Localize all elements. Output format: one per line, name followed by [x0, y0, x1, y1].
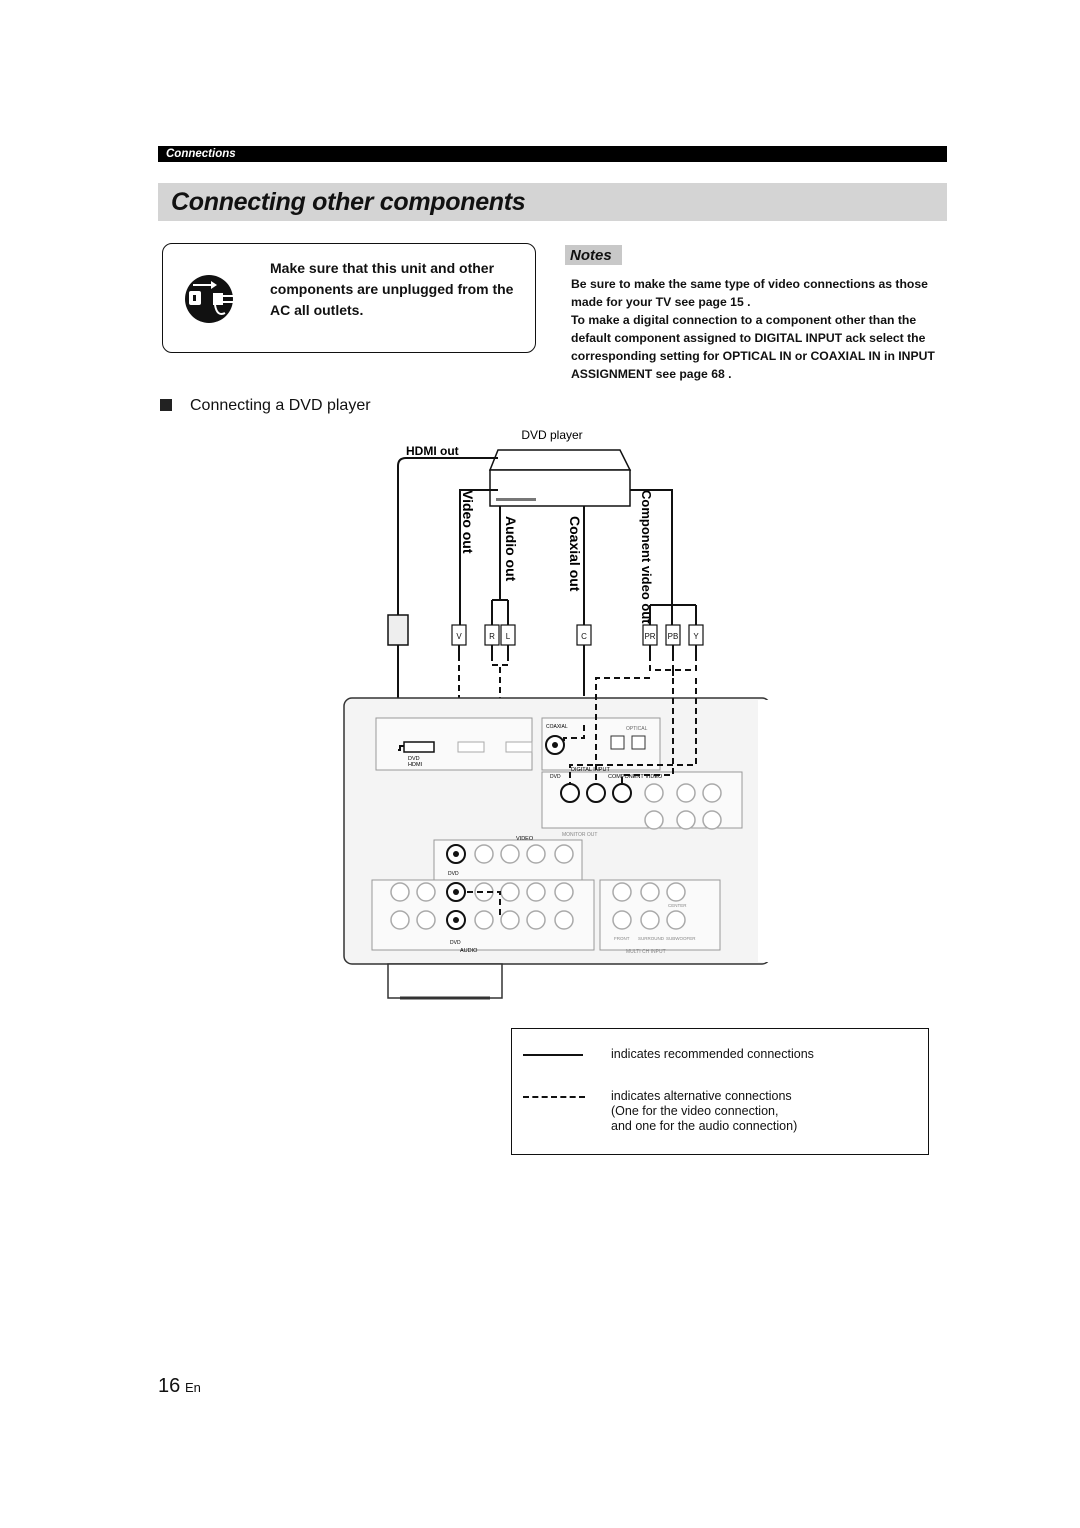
- component-video-label: COMPONENT VIDEO: [608, 774, 663, 780]
- bullet-square-icon: [160, 399, 172, 411]
- video-label: VIDEO: [516, 836, 534, 842]
- dvd-player-slot: [496, 498, 536, 501]
- legend-dashed-text: (One for the video connection,: [611, 1104, 779, 1118]
- subheading: Connecting a DVD player: [190, 397, 371, 414]
- hdmi-into-receiver: [398, 745, 404, 751]
- audio-label: AUDIO: [460, 948, 478, 954]
- optical-jack-2: [631, 735, 646, 750]
- subwoofer-label: SUBWOOFER: [666, 936, 696, 941]
- page-title: Connecting other components: [171, 188, 526, 216]
- warning-text: Make sure that this unit and other compo…: [270, 260, 514, 318]
- front-label: FRONT: [614, 936, 630, 941]
- video-cable: [459, 489, 498, 625]
- plug-v-label: V: [456, 632, 462, 641]
- note-item: To make a digital connection to a compon…: [571, 313, 935, 381]
- connection-diagram: DVD player HDMI out Video out Audio out …: [343, 428, 770, 1000]
- hdmi-out-label: HDMI out: [406, 444, 459, 458]
- coaxial-jack-pin: [552, 742, 558, 748]
- plug-pb-label: PB: [668, 632, 679, 641]
- dvd-player-label: DVD player: [521, 428, 582, 442]
- warning-box: [162, 243, 536, 353]
- legend-solid-line: [523, 1054, 583, 1056]
- component-jack-y: [560, 783, 580, 803]
- audio-jack-l-pin: [453, 889, 459, 895]
- component-dvd-label: DVD: [550, 774, 561, 780]
- component-into-receiver: [569, 677, 697, 784]
- notes-heading: Notes: [570, 247, 612, 264]
- component-jack-pr: [612, 783, 632, 803]
- legend-solid-text: indicates recommended connections: [611, 1047, 814, 1061]
- hdmi-plug: [387, 614, 409, 646]
- plug-pr-label: PR: [644, 632, 655, 641]
- section-label: Connections: [166, 148, 236, 160]
- optical-label: OPTICAL: [626, 726, 648, 732]
- component-jack-pb: [586, 783, 606, 803]
- plug-y-label: Y: [693, 632, 699, 641]
- title-band: [158, 183, 947, 221]
- hdmi-cable: [397, 457, 498, 615]
- legend-dashed-text: and one for the audio connection): [611, 1119, 798, 1133]
- audio-cable: [491, 506, 509, 625]
- dvd-player-top: [488, 449, 632, 471]
- legend-box: [511, 1028, 929, 1155]
- hdmi-dvd-label: DVD: [408, 756, 420, 762]
- unplug-icon: [185, 275, 235, 323]
- page-number: 16: [158, 1375, 181, 1397]
- audio-jack-r-pin: [453, 917, 459, 923]
- plug-r-label: R: [489, 632, 495, 641]
- legend-dashed-text: indicates alternative connections: [611, 1089, 792, 1103]
- video-jack-pin: [453, 851, 459, 857]
- monitor-out-label: MONITOR OUT: [562, 832, 597, 838]
- hdmi-label: HDMI: [408, 762, 423, 768]
- audio-into-receiver: [465, 891, 501, 915]
- digital-input-label: DIGITAL INPUT: [571, 767, 610, 773]
- component-cable: [630, 489, 697, 625]
- plug-c-label: C: [581, 632, 587, 641]
- note-item: Be sure to make the same type of video c…: [571, 277, 928, 309]
- section-bar: [158, 146, 947, 162]
- optical-jack-1: [610, 735, 625, 750]
- audio-dvd-label: DVD: [450, 940, 461, 946]
- coaxial-out-label: Coaxial out: [567, 516, 583, 592]
- receiver-foot: [387, 963, 503, 999]
- panel-cutoff: [758, 700, 770, 962]
- page-lang: En: [185, 1380, 201, 1395]
- coaxial-label: COAXIAL: [546, 724, 568, 730]
- multi-ch-input-label: MULTI CH INPUT: [626, 949, 666, 955]
- notes-tab: [565, 245, 622, 265]
- center-label: CENTER: [668, 903, 687, 908]
- video-out-label: Video out: [460, 490, 476, 554]
- video-dvd-label: DVD: [448, 871, 459, 877]
- plug-l-label: L: [506, 632, 511, 641]
- coax-into-receiver: [563, 725, 585, 745]
- legend-dashed-line: [523, 1096, 585, 1098]
- surround-label: SURROUND: [638, 936, 665, 941]
- hdmi-port-out: [505, 741, 533, 753]
- component-out-label: Component video out: [639, 490, 654, 624]
- hdmi-port-2: [457, 741, 485, 753]
- hdmi-port-dvd: [403, 741, 435, 753]
- audio-out-label: Audio out: [503, 516, 519, 582]
